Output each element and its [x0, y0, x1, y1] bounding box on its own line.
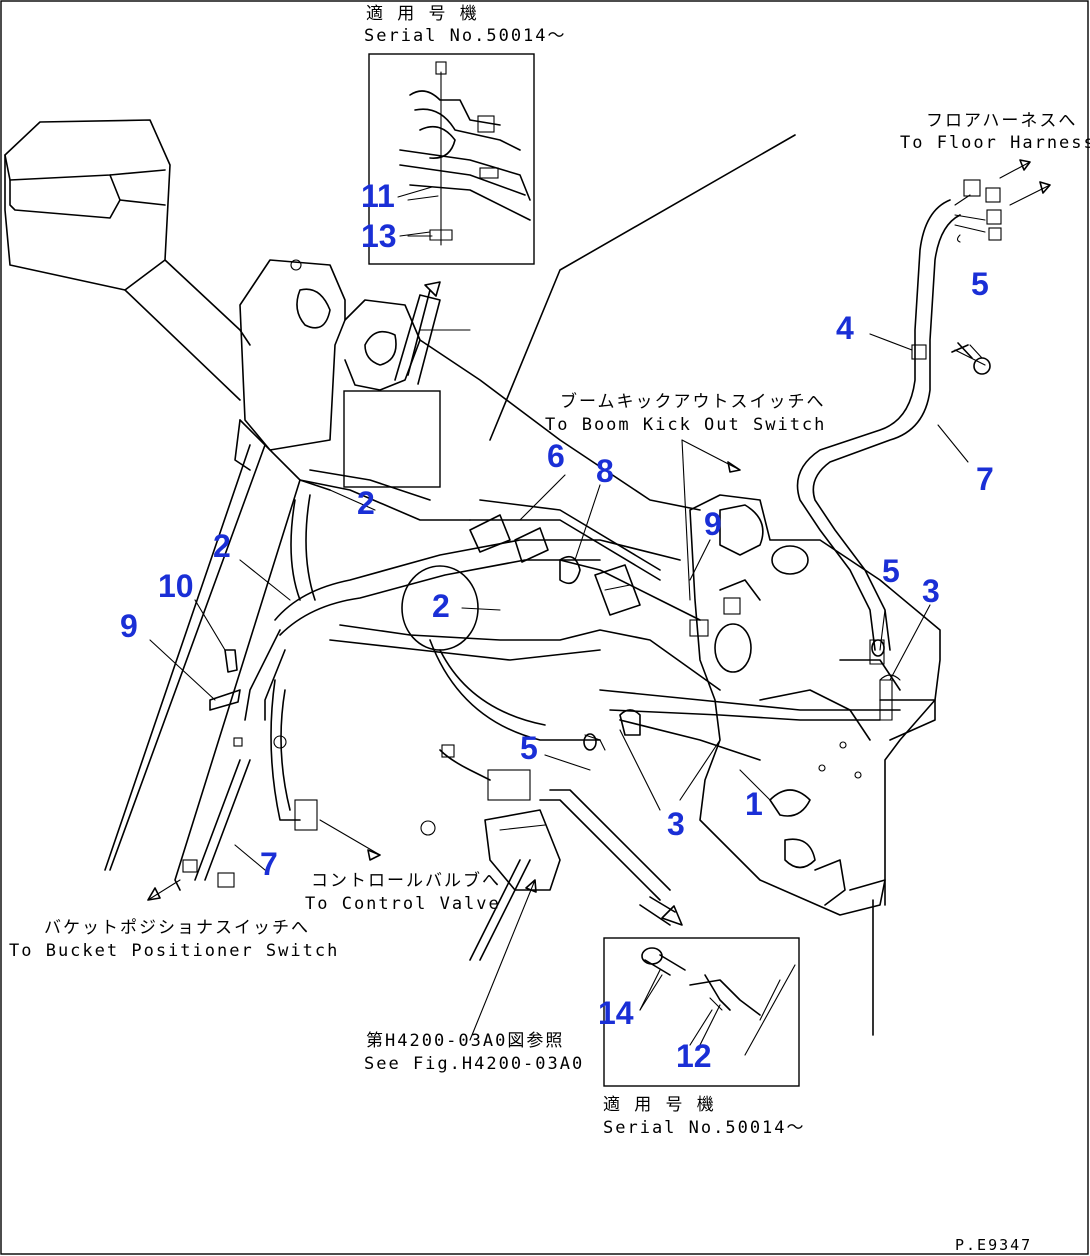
boom-kickout-jp: ブームキックアウトスイッチへ: [560, 392, 826, 412]
callout-7-right: 7: [976, 461, 994, 497]
figure-id: P.E9347: [955, 1236, 1033, 1254]
callout-5-right: 5: [882, 553, 900, 589]
bucket-positioner-en: To Bucket Positioner Switch: [9, 941, 340, 961]
engine-hood-shape: [4, 119, 251, 401]
callout-3-bottom: 3: [667, 806, 685, 842]
callout-2-center: 2: [432, 588, 450, 624]
see-fig-jp: 第H4200-03A0図参照: [366, 1031, 565, 1051]
frame-lines: [104, 134, 796, 891]
see-fig-en: See Fig.H4200-03A0: [364, 1054, 585, 1074]
callout-2-left: 2: [213, 528, 231, 564]
control-valve-en: To Control Valve: [305, 894, 501, 914]
callout-3-right: 3: [922, 573, 940, 609]
callout-13: 13: [361, 218, 397, 254]
callout-9-left: 9: [120, 608, 138, 644]
serial-bottom-en: Serial No.50014～: [603, 1118, 806, 1138]
callout-5-top: 5: [971, 266, 989, 302]
callout-11: 11: [361, 178, 395, 214]
callout-4: 4: [836, 310, 854, 346]
callout-6: 6: [547, 438, 565, 474]
inset-box-bottom: [603, 937, 800, 1087]
bucket-positioner-jp: バケットポジショナスイッチへ: [44, 918, 310, 938]
callout-5-center: 5: [520, 730, 538, 766]
callout-14: 14: [598, 995, 634, 1031]
rear-frame-structure: [689, 494, 941, 1036]
harness-main: [194, 469, 901, 881]
inset-box-top: [368, 53, 535, 265]
frame-brackets: [234, 259, 701, 511]
callout-10: 10: [158, 568, 194, 604]
floor-harness: [796, 159, 1051, 651]
callout-2-top: 2: [357, 485, 375, 521]
floor-harness-en: To Floor Harness: [900, 133, 1090, 153]
floor-harness-jp: フロアハーネスへ: [926, 111, 1078, 131]
callout-1: 1: [745, 786, 763, 822]
serial-bottom-jp: 適 用 号 機: [603, 1095, 716, 1115]
callout-12: 12: [676, 1038, 712, 1074]
detail-box-center: [343, 390, 441, 488]
leader-lines: [147, 195, 983, 1046]
clamps-and-bolts: [182, 514, 901, 888]
control-valve-jp: コントロールバルブへ: [311, 871, 501, 891]
callout-7-left: 7: [260, 846, 278, 882]
inset-top-drawing: [397, 61, 531, 246]
control-valve-area: [439, 744, 671, 961]
serial-top-jp: 適 用 号 機: [366, 4, 479, 24]
boom-kickout-en: To Boom Kick Out Switch: [545, 415, 827, 435]
callout-9-right: 9: [704, 506, 722, 542]
inset-bottom-drawing: [639, 947, 796, 1056]
serial-top-en: Serial No.50014～: [364, 26, 567, 46]
callout-8: 8: [596, 453, 614, 489]
